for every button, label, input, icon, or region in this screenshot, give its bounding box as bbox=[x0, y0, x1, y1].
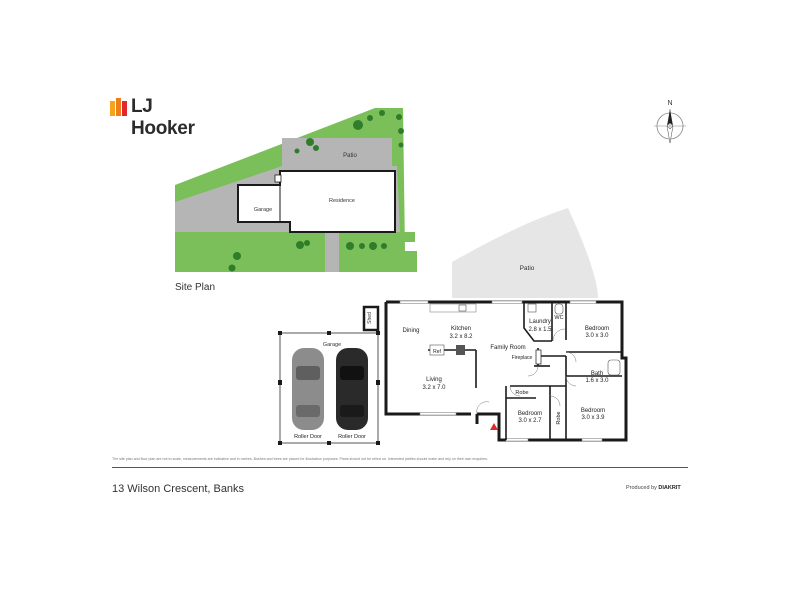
entry-arrow-icon bbox=[490, 423, 498, 430]
floor-patio bbox=[452, 208, 598, 298]
produced-by-brand: DIAKRIT bbox=[658, 485, 681, 491]
bedroom1-size: 3.0 x 3.0 bbox=[585, 333, 609, 339]
fireplace-label: Fireplace bbox=[512, 355, 533, 361]
property-address: 13 Wilson Crescent, Banks bbox=[112, 483, 245, 495]
sink-icon bbox=[458, 304, 467, 312]
site-patio-label: Patio bbox=[343, 153, 357, 159]
site-trees bbox=[228, 110, 404, 272]
family-room-label: Family Room bbox=[490, 345, 525, 351]
living-size: 3.2 x 7.0 bbox=[422, 385, 446, 391]
garage-label: Garage bbox=[323, 342, 341, 348]
site-patio bbox=[282, 138, 392, 168]
dining-label: Dining bbox=[402, 328, 419, 334]
fireplace-icon bbox=[535, 349, 542, 365]
site-residence-label: Residence bbox=[329, 198, 355, 204]
kitchen-bench bbox=[429, 303, 477, 313]
compass-north-label: N bbox=[667, 100, 672, 107]
site-garage-label: Garage bbox=[254, 207, 272, 213]
logo-mark-icon bbox=[110, 98, 127, 116]
bath-size: 1.6 x 3.0 bbox=[585, 378, 609, 384]
site-plan-caption: Site Plan bbox=[175, 282, 216, 293]
car-grey-icon bbox=[292, 348, 324, 430]
shed bbox=[362, 305, 380, 332]
cooktop-icon bbox=[456, 345, 465, 355]
bedroom2-label: Bedroom bbox=[518, 411, 542, 417]
bedroom1-label: Bedroom bbox=[585, 326, 609, 332]
bathtub-icon bbox=[607, 359, 621, 376]
floor-plan: Patio Shed Garage Roller Door Roller Doo… bbox=[278, 208, 628, 445]
robe-side-label: Robe bbox=[556, 411, 562, 424]
floor-patio-label: Patio bbox=[520, 265, 535, 272]
footer-rule bbox=[112, 467, 688, 468]
kitchen-label: Kitchen bbox=[451, 326, 471, 332]
toilet-icon bbox=[554, 303, 564, 315]
shed-label: Shed bbox=[367, 312, 373, 324]
roller-door-right-label: Roller Door bbox=[338, 434, 366, 440]
brand-name: LJ Hooker bbox=[131, 96, 195, 139]
brand-logo: LJ Hooker bbox=[110, 96, 220, 139]
bath-label: Bath bbox=[591, 371, 603, 377]
produced-by: Produced by DIAKRIT bbox=[626, 485, 681, 491]
ref-label: Ref bbox=[433, 349, 441, 355]
bedroom3-size: 3.0 x 3.9 bbox=[581, 415, 605, 421]
bedroom3-label: Bedroom bbox=[581, 408, 605, 414]
fridge-icon bbox=[429, 344, 445, 356]
wc-label: WC bbox=[554, 315, 563, 321]
site-plan: Patio Garage Residence bbox=[175, 108, 417, 272]
living-label: Living bbox=[426, 377, 442, 383]
robe-top-label: Robe bbox=[515, 390, 528, 396]
laundry-label: Laundry bbox=[529, 319, 551, 325]
bedroom2-size: 3.0 x 2.7 bbox=[518, 418, 542, 424]
roller-door-left-label: Roller Door bbox=[294, 434, 322, 440]
laundry-size: 2.8 x 1.5 bbox=[528, 327, 552, 333]
car-black-icon bbox=[336, 348, 368, 430]
north-compass-icon: N bbox=[654, 100, 686, 144]
disclaimer-text: The site plan and floor plan are not to … bbox=[112, 457, 488, 461]
produced-by-prefix: Produced by bbox=[626, 485, 657, 491]
kitchen-size: 3.2 x 8.2 bbox=[449, 334, 473, 340]
laundry-tub-icon bbox=[527, 303, 537, 313]
